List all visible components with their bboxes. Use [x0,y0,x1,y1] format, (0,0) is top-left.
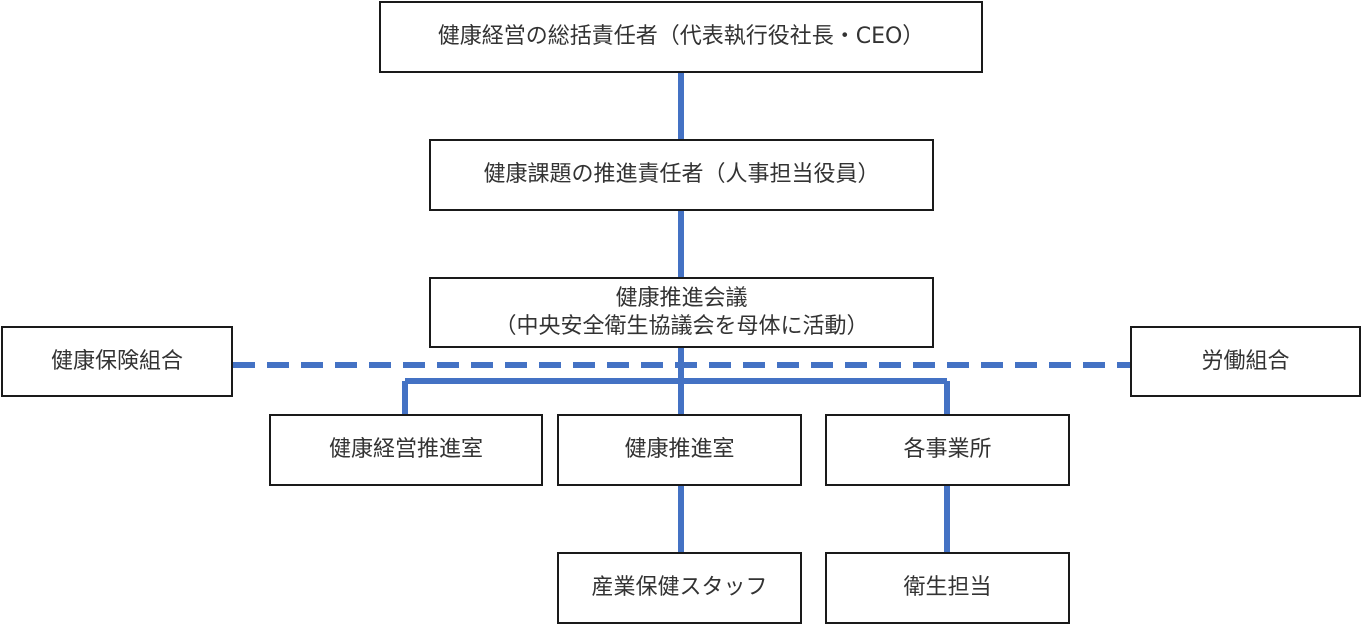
health-management-office-box: 健康経営推進室 [269,414,543,486]
hygiene-officer-label: 衛生担当 [903,575,992,600]
health-insurance-union-label: 健康保険組合 [50,348,183,374]
health-insurance-union-box: 健康保険組合 [1,326,233,397]
labor-union-label: 労働組合 [1201,348,1290,374]
health-promotion-office-box: 健康推進室 [557,414,802,486]
ceo-box: 健康経営の総括責任者（代表執行役社長・CEO） [379,1,983,73]
health-promotion-council-box: 健康推進会議 （中央安全衛生協議会を母体に活動） [429,277,934,348]
health-promotion-office-label: 健康推進室 [624,437,735,462]
labor-union-box: 労働組合 [1130,326,1361,397]
hygiene-officer-box: 衛生担当 [825,552,1070,624]
council-subtitle: （中央安全衛生協議会を母体に活動） [494,313,869,339]
hr-executive-box: 健康課題の推進責任者（人事担当役員） [429,139,934,211]
business-sites-label: 各事業所 [903,437,992,462]
hr-executive-label: 健康課題の推進責任者（人事担当役員） [483,162,880,187]
ceo-label: 健康経営の総括責任者（代表執行役社長・CEO） [437,24,925,49]
occupational-health-staff-box: 産業保健スタッフ [557,552,802,624]
health-management-office-label: 健康経営推進室 [328,437,483,462]
business-sites-box: 各事業所 [825,414,1070,486]
occupational-health-staff-label: 産業保健スタッフ [591,575,768,600]
council-title: 健康推進会議 [615,285,748,311]
